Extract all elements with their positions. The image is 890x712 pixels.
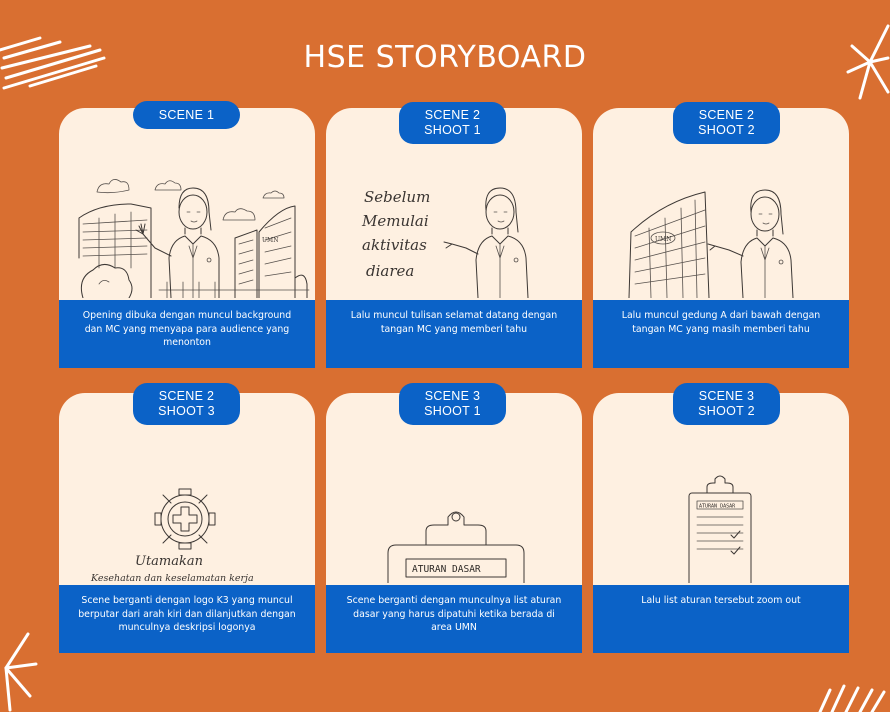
- handwritten-text: Kesehatan dan keselamatan kerja: [90, 573, 254, 583]
- scene-label: SCENE 3: [424, 389, 481, 403]
- scene-card: UMN Opening dibuka dengan muncul backgro…: [59, 108, 315, 368]
- scene-label-badge: SCENE 3 SHOOT 2: [673, 383, 780, 425]
- scene-card: Utamakan Kesehatan dan keselamatan kerja…: [59, 393, 315, 653]
- shoot-label: SHOOT 2: [698, 404, 755, 418]
- scene-label: SCENE 3: [698, 389, 755, 403]
- shoot-label: SHOOT 1: [424, 404, 481, 418]
- k3-gear-icon: [154, 488, 216, 550]
- scene-label: SCENE 2: [158, 389, 215, 403]
- brush-stroke-decoration: [818, 684, 886, 712]
- handwritten-text: aktivitas: [362, 236, 427, 254]
- scene-description: Lalu list aturan tersebut zoom out: [593, 585, 849, 653]
- scene-description: Lalu muncul tulisan selamat datang denga…: [326, 300, 582, 368]
- clipboard-icon: [688, 475, 752, 583]
- shoot-label: SHOOT 3: [158, 404, 215, 418]
- scene-description: Lalu muncul gedung A dari bawah dengan t…: [593, 300, 849, 368]
- scene-illustration: Utamakan Kesehatan dan keselamatan kerja: [59, 393, 315, 583]
- scene-card: Sebelum Memulai aktivitas diarea Lalu mu…: [326, 108, 582, 368]
- handwritten-text: Sebelum: [364, 188, 430, 206]
- clipboard-heading: ATURAN DASAR: [412, 564, 481, 575]
- scene-label-badge: SCENE 2 SHOOT 1: [399, 102, 506, 144]
- scene-illustration: UMN: [593, 108, 849, 298]
- scene-label-badge: SCENE 1: [133, 101, 240, 129]
- clipboard-icon: [387, 511, 525, 583]
- scene-description: Scene berganti dengan munculnya list atu…: [326, 585, 582, 653]
- shoot-label: SHOOT 2: [698, 123, 755, 137]
- handwritten-text: Memulai: [361, 212, 429, 230]
- page-title: HSE STORYBOARD: [303, 40, 587, 75]
- scene-label: SCENE 2: [698, 108, 755, 122]
- scene-card: ATURAN DASAR Scene berganti dengan muncu…: [326, 393, 582, 653]
- scene-illustration: ATURAN DASAR: [326, 393, 582, 583]
- starburst-decoration: [4, 632, 38, 712]
- scene-illustration: ATURAN DASAR: [593, 393, 849, 583]
- scene-description: Scene berganti dengan logo K3 yang muncu…: [59, 585, 315, 653]
- handwritten-text: Utamakan: [135, 554, 203, 569]
- clipboard-heading: ATURAN DASAR: [699, 504, 736, 510]
- scene-label-badge: SCENE 3 SHOOT 1: [399, 383, 506, 425]
- shoot-label: SHOOT 1: [424, 123, 481, 137]
- scene-label: SCENE 2: [424, 108, 481, 122]
- svg-text:UMN: UMN: [655, 236, 671, 243]
- scene-label: SCENE 1: [158, 108, 215, 122]
- scene-label-badge: SCENE 2 SHOOT 3: [133, 383, 240, 425]
- handwritten-text: diarea: [366, 262, 414, 280]
- svg-text:UMN: UMN: [262, 237, 278, 244]
- scene-description: Opening dibuka dengan muncul background …: [59, 300, 315, 368]
- scene-illustration: Sebelum Memulai aktivitas diarea: [326, 108, 582, 298]
- scene-label-badge: SCENE 2 SHOOT 2: [673, 102, 780, 144]
- scene-card: ATURAN DASAR Lalu list aturan tersebut z…: [593, 393, 849, 653]
- scene-card: UMN Lalu muncul gedung A dari bawah deng…: [593, 108, 849, 368]
- scene-illustration: UMN: [59, 108, 315, 298]
